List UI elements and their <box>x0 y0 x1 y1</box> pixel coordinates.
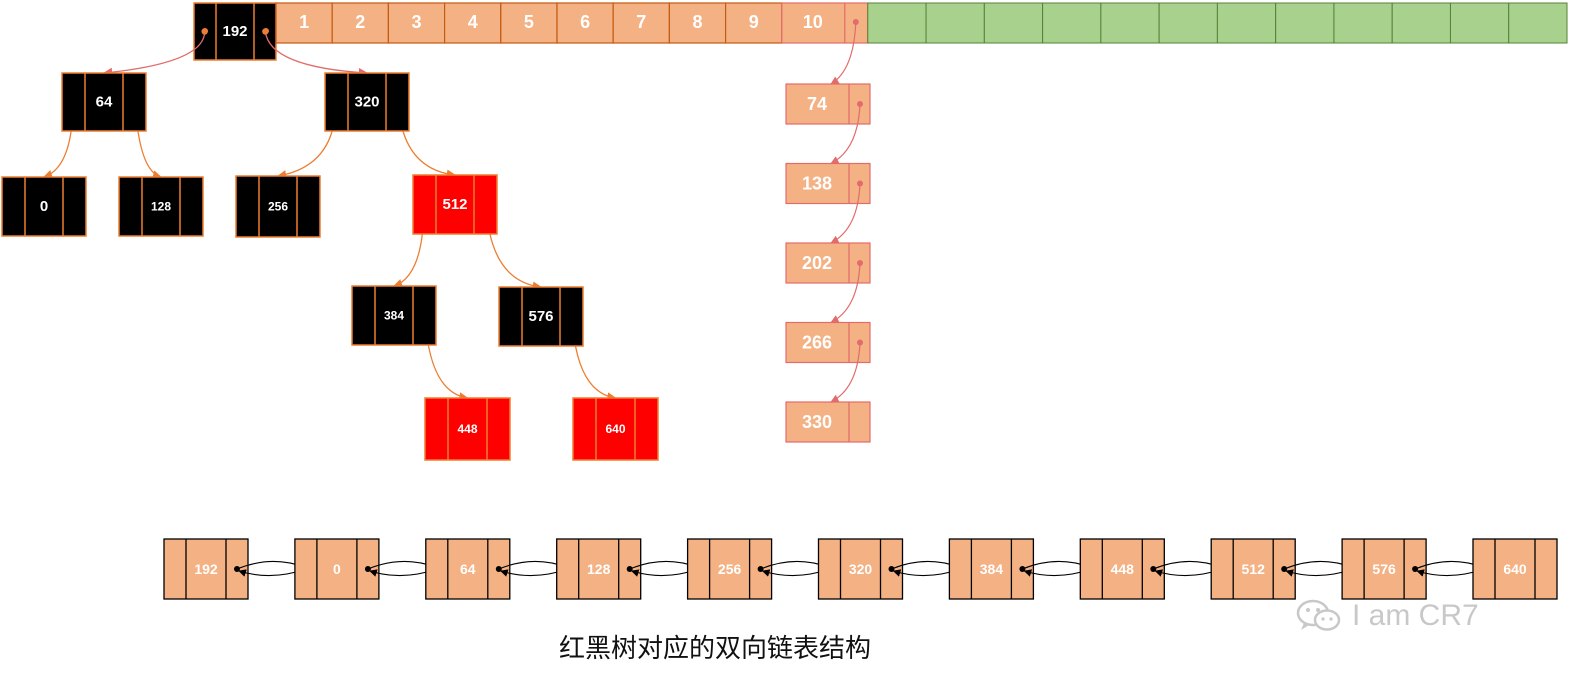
bucket-label: 9 <box>749 12 759 32</box>
chain-label: 330 <box>802 412 832 432</box>
node-label: 192 <box>222 23 247 40</box>
node-box <box>235 175 321 238</box>
node-label: 512 <box>442 196 467 213</box>
list-label: 256 <box>718 561 742 577</box>
list-label: 576 <box>1372 561 1396 577</box>
node-box <box>412 174 498 235</box>
bucket-label: 3 <box>411 12 421 32</box>
chain-node-74 <box>785 83 871 125</box>
tree-node-640: 640 <box>572 397 659 461</box>
tree-node-512: 512 <box>412 174 498 235</box>
empty-bucket-cell <box>1449 2 1510 44</box>
node-box <box>424 397 511 461</box>
node-box <box>572 397 659 461</box>
chain-label: 202 <box>802 253 832 273</box>
node-label: 448 <box>457 422 477 436</box>
chain-edge <box>830 183 861 244</box>
list-label: 320 <box>849 561 873 577</box>
chain-node-266 <box>785 321 871 364</box>
node-label: 576 <box>528 308 553 325</box>
tree-edge <box>103 31 206 77</box>
wechat-icon <box>1296 599 1341 631</box>
chain-label: 266 <box>802 333 832 353</box>
node-label: 0 <box>40 198 48 215</box>
empty-bucket-cell <box>1508 2 1568 44</box>
bucket-label: 7 <box>636 12 646 32</box>
tree-node-256: 256 <box>235 175 321 238</box>
watermark-text: I am CR7 <box>1352 599 1479 632</box>
list-label: 0 <box>333 561 341 577</box>
list-label: 192 <box>194 561 218 577</box>
tree-edge <box>264 31 368 78</box>
chain-node-330 <box>785 401 871 443</box>
chain-node-202 <box>785 242 871 284</box>
empty-bucket-cell <box>1158 2 1218 44</box>
list-label: 64 <box>460 561 476 577</box>
chain-edge <box>830 21 857 85</box>
empty-bucket-cell <box>1275 2 1335 44</box>
bucket-cell <box>275 2 333 44</box>
empty-bucket-cell <box>1100 2 1160 44</box>
node-label: 640 <box>605 422 625 436</box>
pointer-dot <box>201 28 208 35</box>
bucket-label: 4 <box>468 12 478 32</box>
empty-bucket-cell <box>1391 2 1451 44</box>
tree-nodes: 64 320 0 128 256 512 384 576 448 640 <box>1 72 659 461</box>
node-label: 256 <box>268 200 288 214</box>
doubly-linked-list: 192 0 64 128 256 320 384 448 512 576 640 <box>163 538 1558 600</box>
bucket-chain: 74 138 202 266 330 <box>785 21 871 443</box>
list-node-640 <box>1472 538 1558 600</box>
tree-node-128: 128 <box>118 176 204 237</box>
node-label: 384 <box>384 309 404 323</box>
bucket-label: 8 <box>692 12 702 32</box>
tree-node-384: 384 <box>351 285 437 346</box>
chain-node-138 <box>785 162 871 205</box>
chain-edge <box>830 103 861 165</box>
empty-bucket-cell <box>867 2 927 44</box>
bucket-cell <box>387 2 446 44</box>
empty-bucket-cell <box>983 2 1044 44</box>
tree-node-448: 448 <box>424 397 511 461</box>
node-box <box>1 176 87 237</box>
bucket-label: 2 <box>355 12 365 32</box>
list-label: 512 <box>1242 561 1266 577</box>
bucket-array: 192 1 2 3 4 5 6 7 8 9 10 <box>193 2 1568 61</box>
list-label: 448 <box>1111 561 1135 577</box>
tree-node-64: 64 <box>61 72 147 132</box>
empty-bucket-cell <box>1216 2 1277 44</box>
bucket-label: 10 <box>803 12 823 32</box>
node-box <box>61 72 147 132</box>
empty-bucket-cell <box>925 2 985 44</box>
pointer-dot <box>262 28 269 35</box>
bucket-cell <box>500 2 558 44</box>
empty-bucket-cell <box>1042 2 1102 44</box>
empty-bucket-cell <box>1333 2 1393 44</box>
node-label: 64 <box>96 94 113 111</box>
list-label: 384 <box>980 561 1004 577</box>
list-label: 640 <box>1503 561 1527 577</box>
chain-label: 138 <box>802 174 832 194</box>
chain-edge <box>830 342 861 403</box>
chain-label: 74 <box>807 94 827 114</box>
bucket-cell <box>444 2 502 44</box>
tree-node-576: 576 <box>498 286 584 347</box>
watermark: I am CR7 <box>1296 596 1479 636</box>
chain-edge <box>830 262 861 324</box>
bucket-cell <box>668 2 727 44</box>
node-label: 320 <box>354 94 379 111</box>
tree-node-320: 320 <box>324 72 410 132</box>
diagram-caption: 红黑树对应的双向链表结构 <box>558 634 871 664</box>
bucket-cell <box>331 2 390 44</box>
node-box <box>324 72 410 132</box>
bucket-label: 5 <box>524 12 534 32</box>
node-label: 128 <box>151 200 171 214</box>
bucket-label: 6 <box>580 12 590 32</box>
tree-node-0: 0 <box>1 176 87 237</box>
node-box <box>118 176 204 237</box>
node-box <box>498 286 584 347</box>
list-label: 128 <box>587 561 611 577</box>
node-box <box>351 285 437 346</box>
bucket-label: 1 <box>299 12 309 32</box>
